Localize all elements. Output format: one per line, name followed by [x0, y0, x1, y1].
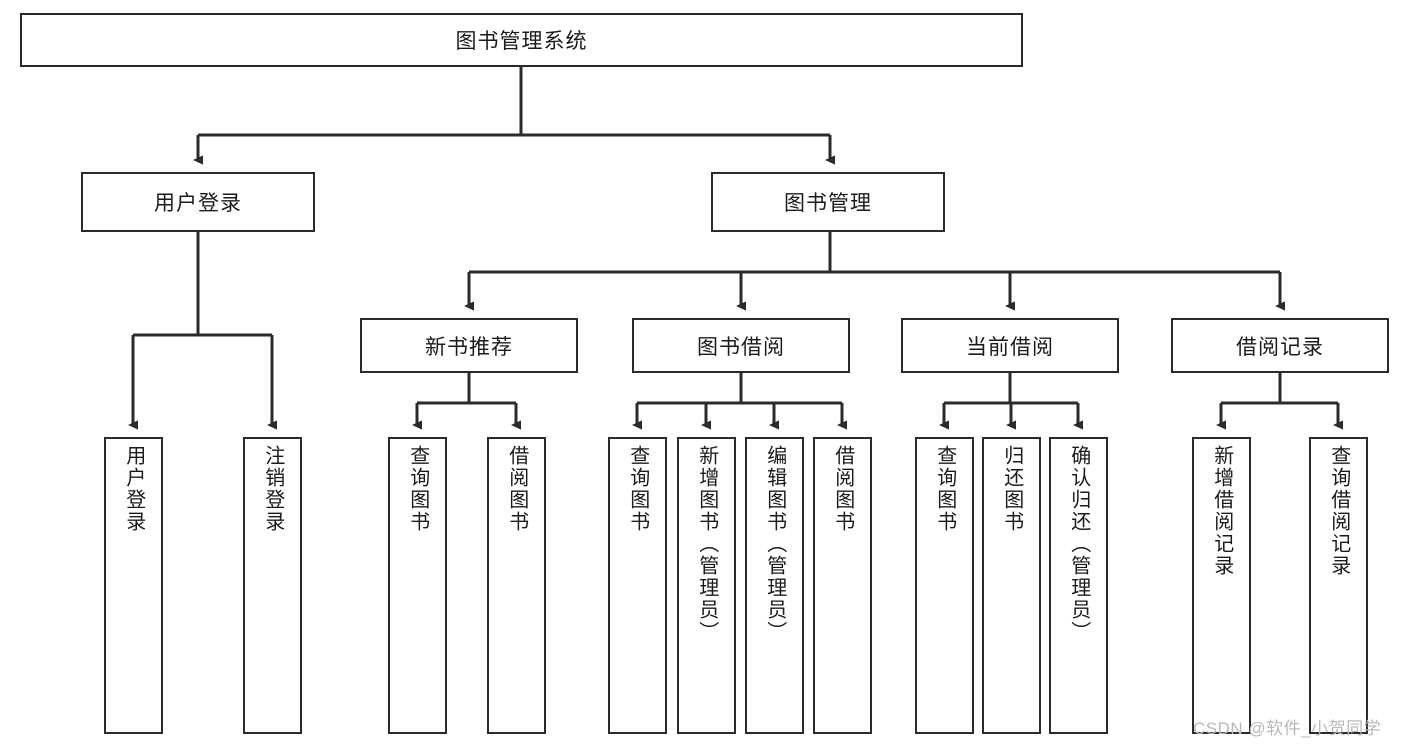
- node-borrow-record[interactable]: 借阅记录: [1171, 318, 1389, 373]
- leaf-edit-book[interactable]: 编辑图书（管理员）: [745, 437, 804, 734]
- leaf-user-logout[interactable]: 注销登录: [243, 437, 302, 734]
- leaf-user-login-label: 用户登录: [122, 445, 145, 533]
- node-book-borrow-label: 图书借阅: [697, 335, 785, 359]
- leaf-add-book-label: 新增图书（管理员）: [695, 445, 718, 643]
- node-book-borrow[interactable]: 图书借阅: [632, 318, 850, 373]
- node-current-borrow[interactable]: 当前借阅: [901, 318, 1119, 373]
- leaf-query-book-1[interactable]: 查询图书: [388, 437, 447, 734]
- leaf-add-record[interactable]: 新增借阅记录: [1192, 437, 1251, 734]
- node-user-login[interactable]: 用户登录: [81, 172, 315, 232]
- leaf-borrow-book-2[interactable]: 借阅图书: [813, 437, 872, 734]
- node-borrow-record-label: 借阅记录: [1236, 335, 1324, 359]
- leaf-return-book-label: 归还图书: [1000, 445, 1023, 533]
- leaf-query-book-3[interactable]: 查询图书: [915, 437, 974, 734]
- leaf-add-record-label: 新增借阅记录: [1210, 445, 1233, 577]
- leaf-user-login[interactable]: 用户登录: [104, 437, 163, 734]
- leaf-query-record[interactable]: 查询借阅记录: [1309, 437, 1368, 734]
- leaf-add-book[interactable]: 新增图书（管理员）: [677, 437, 736, 734]
- node-root-label: 图书管理系统: [455, 30, 588, 53]
- leaf-confirm-return[interactable]: 确认归还（管理员）: [1049, 437, 1108, 734]
- node-current-borrow-label: 当前借阅: [966, 335, 1054, 359]
- leaf-query-record-label: 查询借阅记录: [1327, 445, 1350, 577]
- leaf-borrow-book-1[interactable]: 借阅图书: [487, 437, 546, 734]
- leaf-edit-book-label: 编辑图书（管理员）: [763, 445, 786, 643]
- leaf-confirm-return-label: 确认归还（管理员）: [1067, 445, 1090, 643]
- leaf-query-book-2[interactable]: 查询图书: [608, 437, 667, 734]
- node-root[interactable]: 图书管理系统: [20, 13, 1023, 67]
- leaf-query-book-2-label: 查询图书: [626, 445, 649, 533]
- leaf-query-book-3-label: 查询图书: [933, 445, 956, 533]
- node-new-book-recommend-label: 新书推荐: [425, 335, 513, 359]
- node-user-login-label: 用户登录: [154, 192, 242, 215]
- leaf-user-logout-label: 注销登录: [261, 445, 284, 533]
- leaf-return-book[interactable]: 归还图书: [982, 437, 1041, 734]
- leaf-borrow-book-1-label: 借阅图书: [505, 445, 528, 533]
- node-book-manage[interactable]: 图书管理: [711, 172, 945, 232]
- node-book-manage-label: 图书管理: [784, 192, 872, 215]
- leaf-query-book-1-label: 查询图书: [406, 445, 429, 533]
- node-new-book-recommend[interactable]: 新书推荐: [360, 318, 578, 373]
- leaf-borrow-book-2-label: 借阅图书: [831, 445, 854, 533]
